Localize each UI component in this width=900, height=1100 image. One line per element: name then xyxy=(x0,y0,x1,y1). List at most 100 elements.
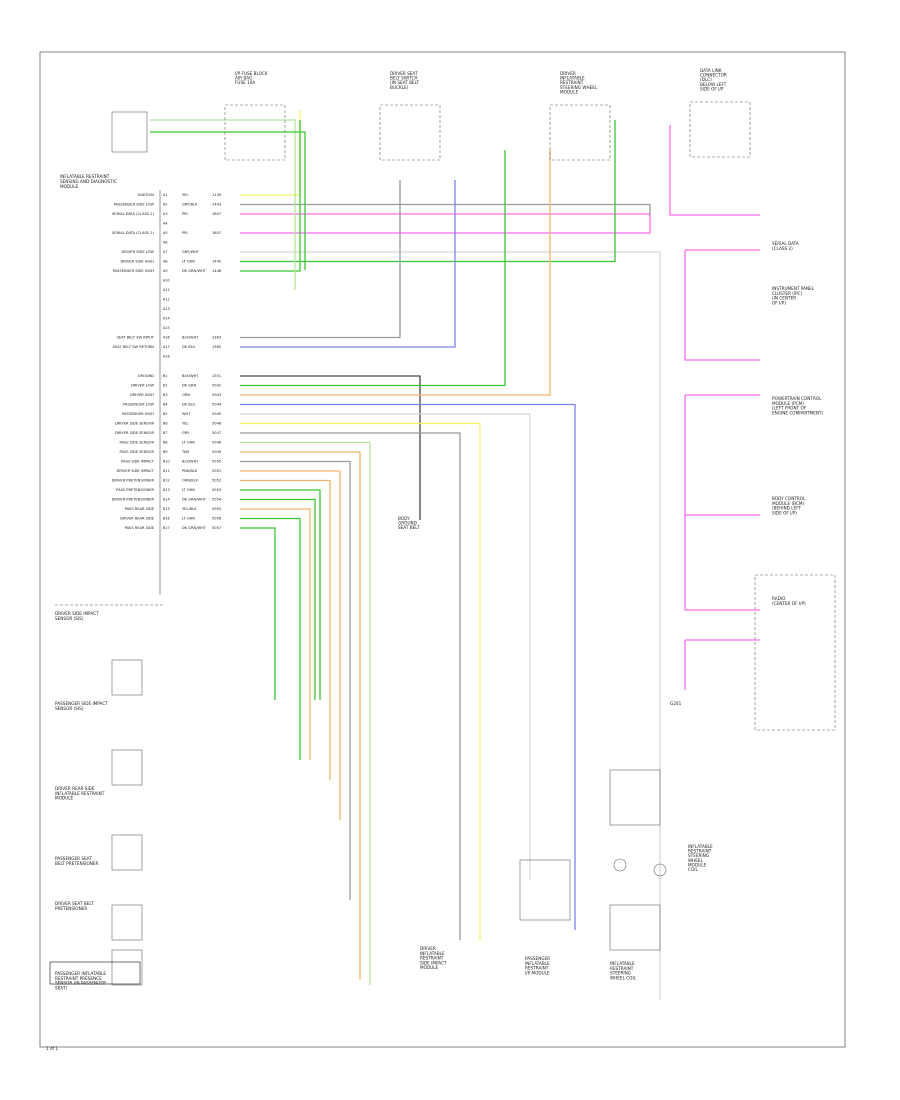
sdm-wire xyxy=(240,180,456,348)
sdm-row-label: PASSENGER SIDE LOW xyxy=(114,203,155,207)
sdm-row-wire: PPL xyxy=(182,212,188,216)
sdm-row-pin: B7 xyxy=(163,431,167,435)
sdm-row-pin: A7 xyxy=(163,250,167,254)
sdm-row-circuit: 1139 xyxy=(212,193,222,197)
sdm-row-pin: B4 xyxy=(163,403,167,407)
sdm-row-pin: B5 xyxy=(163,412,167,416)
sdm-row-wire: GRY/WHT xyxy=(182,250,200,254)
sdm-row-pin: B9 xyxy=(163,450,167,454)
sdm-row-wire: DK BLU xyxy=(182,403,196,407)
sdm-row-wire: YEL xyxy=(182,193,188,197)
sdm-row-circuit: 5043 xyxy=(212,393,221,397)
ground-label: G201 xyxy=(670,701,682,706)
sdm-row-label: DRIVER SIDE HIGH xyxy=(121,260,155,264)
sdm-wire xyxy=(240,508,311,760)
sdm-row-label: DRIVER LOW xyxy=(131,384,154,388)
component-layer xyxy=(49,101,836,986)
sdm-row-circuit: 5054 xyxy=(212,498,222,502)
sdm-row-wire: PPL xyxy=(182,231,188,235)
sdm-row-label: DRIVER SIDE SENSOR xyxy=(115,431,155,435)
sdm-row-pin: A4 xyxy=(163,222,167,226)
sdm-row-label: PASSENGER SIDE HIGH xyxy=(113,269,155,273)
sdm-row-label: GROUND xyxy=(138,374,154,378)
sdm-wire xyxy=(240,527,276,700)
sdm-row-circuit: 5057 xyxy=(212,526,221,530)
sdm-row-wire: LT GRN xyxy=(182,488,195,492)
sdm-wire xyxy=(240,150,551,396)
sdm-row-label: IGNITION xyxy=(138,193,155,197)
sdm-row-wire: DK GRN/WHT xyxy=(182,498,207,502)
sdm-wire xyxy=(240,215,651,234)
sdm-wire xyxy=(240,451,361,980)
sdm-row-wire: BLK/WHT xyxy=(182,460,199,464)
sdm-wire xyxy=(240,403,576,930)
sdm-row-pin: A9 xyxy=(163,269,167,273)
right-module-label: SERIAL DATA(CLASS 2) xyxy=(772,241,799,251)
sdm-wire xyxy=(240,432,461,940)
sdm-row-circuit: 5046 xyxy=(212,422,222,426)
sdm-wire xyxy=(240,251,661,1000)
top-component-box xyxy=(549,104,611,161)
sdm-row-circuit: 1445 xyxy=(212,260,221,264)
radio-box xyxy=(754,574,836,731)
sdm-row-pin: A13 xyxy=(163,307,170,311)
sdm-row-circuit: 5053 xyxy=(212,488,221,492)
sdm-row-label: PASS PRETENSIONER xyxy=(116,488,154,492)
left-component-box xyxy=(111,834,143,871)
sdm-row-pin: A17 xyxy=(163,345,170,349)
diagram-border xyxy=(39,51,846,1048)
sdm-row-circuit: 1446 xyxy=(212,269,222,273)
sdm-wire xyxy=(240,413,531,880)
sdm-row-pin: B14 xyxy=(163,498,170,502)
sdm-row-wire: BLK/WHT xyxy=(182,336,199,340)
left-component-box xyxy=(111,904,143,941)
coil-box-upper xyxy=(609,769,661,826)
sdm-row-wire: WHT xyxy=(182,412,191,416)
sdm-row-circuit: 5044 xyxy=(212,403,222,407)
sdm-row-pin: B15 xyxy=(163,507,170,511)
sdm-row-pin: B16 xyxy=(163,517,170,521)
sdm-wire xyxy=(240,213,651,215)
sdm-row-pin: B10 xyxy=(163,460,170,464)
sdm-row-circuit: 5056 xyxy=(212,517,222,521)
sdm-row-wire: BLK/WHT xyxy=(182,374,199,378)
sdm-row-label: PASS REAR SIDE xyxy=(125,526,155,530)
sdm-row-pin: A6 xyxy=(163,241,167,245)
sdm-wire xyxy=(240,422,481,940)
coil-connector xyxy=(613,858,627,872)
sdm-row-label: SEAT BELT SW RETURN xyxy=(113,345,155,349)
sdm-wire xyxy=(240,120,301,272)
sdm-row-label: DRIVER SIDE IMPACT xyxy=(117,469,155,473)
sdm-row-circuit: 1807 xyxy=(212,231,221,235)
sdm-row-pin: A14 xyxy=(163,317,170,321)
sdm-row-label: DRIVER SIDE SENSOR xyxy=(115,422,155,426)
sdm-row-circuit: 5042 xyxy=(212,384,221,388)
sdm-row-wire: PNK/BLK xyxy=(182,469,198,473)
sdm-row-pin: B11 xyxy=(163,469,170,473)
sdm-row-circuit: 5052 xyxy=(212,479,221,483)
sdm-row-label: SEAT BELT SW INPUT xyxy=(117,336,155,340)
sdm-row-wire: GRY/BLK xyxy=(182,203,198,207)
sdm-row-pin: A10 xyxy=(163,279,170,283)
sdm-row-wire: LT GRN xyxy=(182,441,195,445)
sdm-row-circuit: 5055 xyxy=(212,507,221,511)
left-component-box xyxy=(111,659,143,696)
sdm-row-label: PASS SIDE SENSOR xyxy=(120,450,155,454)
sdm-row-pin: B3 xyxy=(163,393,167,397)
sdm-row-pin: A8 xyxy=(163,260,167,264)
sdm-row-circuit: 5045 xyxy=(212,412,221,416)
coil-connector xyxy=(653,863,667,877)
sdm-row-label: DRIVER PRETENSIONER xyxy=(112,498,155,502)
sdm-wire xyxy=(240,479,331,780)
sdm-row-pin: A1 xyxy=(163,193,167,197)
sdm-row-wire: DK GRN xyxy=(182,384,197,388)
sdm-row-pin: B6 xyxy=(163,422,167,426)
